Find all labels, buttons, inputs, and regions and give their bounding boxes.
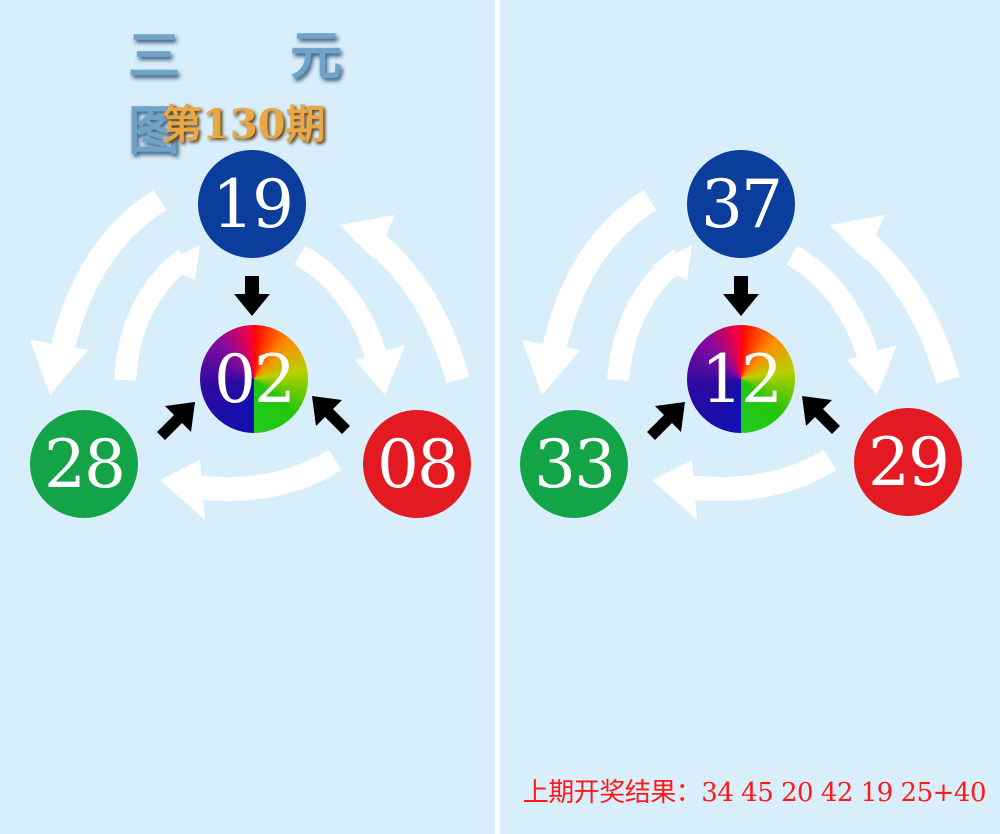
left-panel: 三 元 图 第130期 19 02 28 08 bbox=[0, 0, 495, 834]
top-ball: 37 bbox=[687, 150, 795, 258]
up-left-arrow-icon bbox=[802, 396, 840, 434]
cycle-arrows bbox=[30, 189, 470, 520]
down-arrow-icon bbox=[234, 276, 270, 316]
left-ball: 28 bbox=[30, 410, 138, 518]
up-right-arrow-icon bbox=[157, 402, 195, 440]
last-result-text: 上期开奖结果：34 45 20 42 19 25+40 bbox=[522, 778, 987, 808]
down-arrow-icon bbox=[723, 276, 759, 316]
cycle-arrows bbox=[522, 189, 960, 520]
panel-divider bbox=[495, 0, 500, 834]
right-panel: 37 12 33 29 上期开奖结果：34 45 20 42 19 25+40 bbox=[500, 0, 1000, 834]
center-ball: 02 bbox=[200, 325, 308, 433]
top-ball: 19 bbox=[198, 150, 306, 258]
right-ball: 08 bbox=[363, 410, 471, 518]
right-ball: 29 bbox=[854, 408, 962, 516]
up-right-arrow-icon bbox=[647, 402, 685, 440]
center-ball: 12 bbox=[687, 325, 795, 433]
up-left-arrow-icon bbox=[312, 396, 350, 434]
issue-number: 第130期 bbox=[162, 101, 326, 148]
page-title: 三 元 图 bbox=[128, 26, 389, 162]
left-ball: 33 bbox=[520, 410, 628, 518]
